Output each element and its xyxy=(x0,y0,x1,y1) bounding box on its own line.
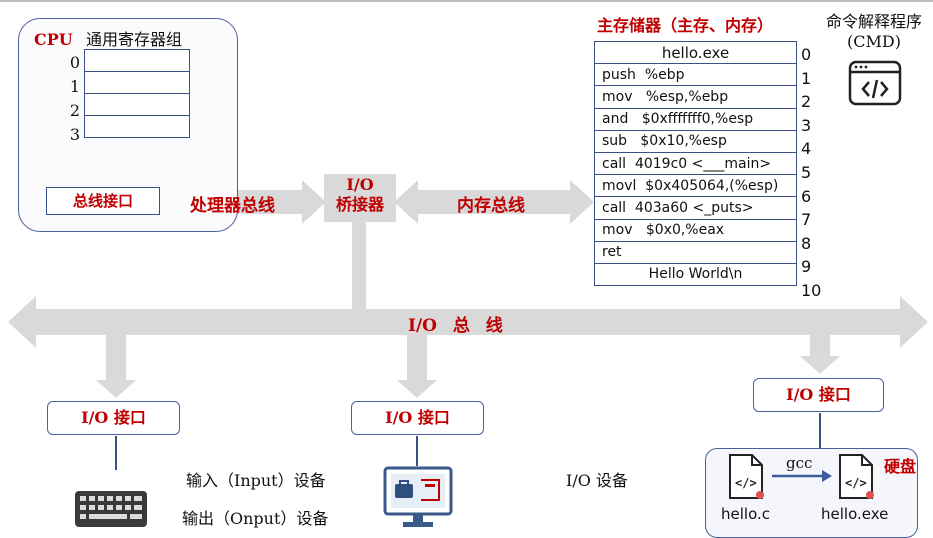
source-file-label: hello.c xyxy=(721,505,770,523)
monitor-icon xyxy=(383,466,453,527)
memory-cell: mov $0x0,%eax xyxy=(594,218,797,242)
register-index: 3 xyxy=(69,125,80,144)
memory-cell: and $0xfffffff0,%esp xyxy=(594,107,797,131)
exe-file-icon: </> xyxy=(839,454,874,499)
memory-cell: movl $0x405064,(%esp) xyxy=(594,174,797,198)
memory-bus-arrow xyxy=(394,180,594,224)
code-window-icon xyxy=(848,60,902,106)
register-table xyxy=(84,49,190,138)
io-bus-label: I/O 总 线 xyxy=(408,316,503,336)
register-cell xyxy=(84,71,190,94)
memory-cell: Hello World\n xyxy=(594,262,797,287)
keyboard-icon xyxy=(75,491,147,527)
memory-title: 主存储器（主存、内存） xyxy=(597,16,774,35)
register-group-label: 通用寄存器组 xyxy=(86,30,183,49)
io-bridge-label: I/O 桥接器 xyxy=(335,175,384,214)
memory-cell: hello.exe xyxy=(594,40,797,65)
memory-cell: push %ebp xyxy=(594,63,797,87)
memory-index: 5 xyxy=(801,163,812,182)
disk-label: 硬盘 xyxy=(884,457,917,476)
down-arrow-right xyxy=(800,335,840,374)
io-interface-display: I/O 接口 xyxy=(351,401,484,435)
compile-graphic: </> </> xyxy=(729,454,874,499)
cmd-label: 命令解释程序 (CMD) xyxy=(825,12,922,51)
io-bridge-box xyxy=(324,174,396,222)
register-index: 1 xyxy=(69,77,80,96)
top-divider xyxy=(0,0,933,2)
memory-table: hello.exe push %ebp mov %esp,%ebp and $0… xyxy=(594,40,797,287)
memory-index: 1 xyxy=(801,69,812,88)
bus-diagram-shapes xyxy=(8,146,928,470)
memory-index: 3 xyxy=(801,116,812,135)
down-arrow-left xyxy=(96,335,136,398)
memory-index: 7 xyxy=(801,210,812,229)
source-file-icon: </> xyxy=(729,454,764,499)
memory-cell: mov %esp,%ebp xyxy=(594,85,797,109)
output-devices-label: 输出（Onput）设备 xyxy=(182,509,329,528)
input-devices-label: 输入（Input）设备 xyxy=(186,471,326,490)
down-arrow-mid xyxy=(397,335,437,398)
register-cell xyxy=(84,93,190,116)
bridge-connector xyxy=(352,222,366,310)
register-cell xyxy=(84,115,190,138)
cpu-title: CPU xyxy=(34,30,73,49)
svg-text:</>: </> xyxy=(845,476,867,490)
io-bus-arrow xyxy=(8,296,928,348)
memory-index: 0 xyxy=(801,45,812,64)
register-index: 2 xyxy=(69,101,80,120)
cpu-bus-interface: 总线接口 xyxy=(46,187,160,215)
register-cell xyxy=(84,49,190,72)
memory-cell: call 403a60 <_puts> xyxy=(594,196,797,220)
memory-index: 4 xyxy=(801,139,812,158)
processor-bus-label: 处理器总线 xyxy=(190,196,275,216)
memory-cell: ret xyxy=(594,240,797,264)
svg-text:</>: </> xyxy=(735,476,757,490)
io-devices-label: I/O 设备 xyxy=(566,471,628,490)
memory-cell: call 4019c0 <___main> xyxy=(594,151,797,176)
io-interface-input: I/O 接口 xyxy=(47,401,180,435)
register-index: 0 xyxy=(69,53,80,72)
memory-cell: sub $0x10,%esp xyxy=(594,129,797,153)
exe-file-label: hello.exe xyxy=(821,505,889,523)
memory-index: 6 xyxy=(801,187,812,206)
memory-index: 10 xyxy=(801,281,822,300)
gcc-label: gcc xyxy=(786,454,813,472)
io-interface-disk: I/O 接口 xyxy=(753,378,884,412)
memory-index: 2 xyxy=(801,92,812,111)
memory-index: 9 xyxy=(801,257,812,276)
memory-bus-label: 内存总线 xyxy=(457,196,525,216)
memory-index: 8 xyxy=(801,234,812,253)
